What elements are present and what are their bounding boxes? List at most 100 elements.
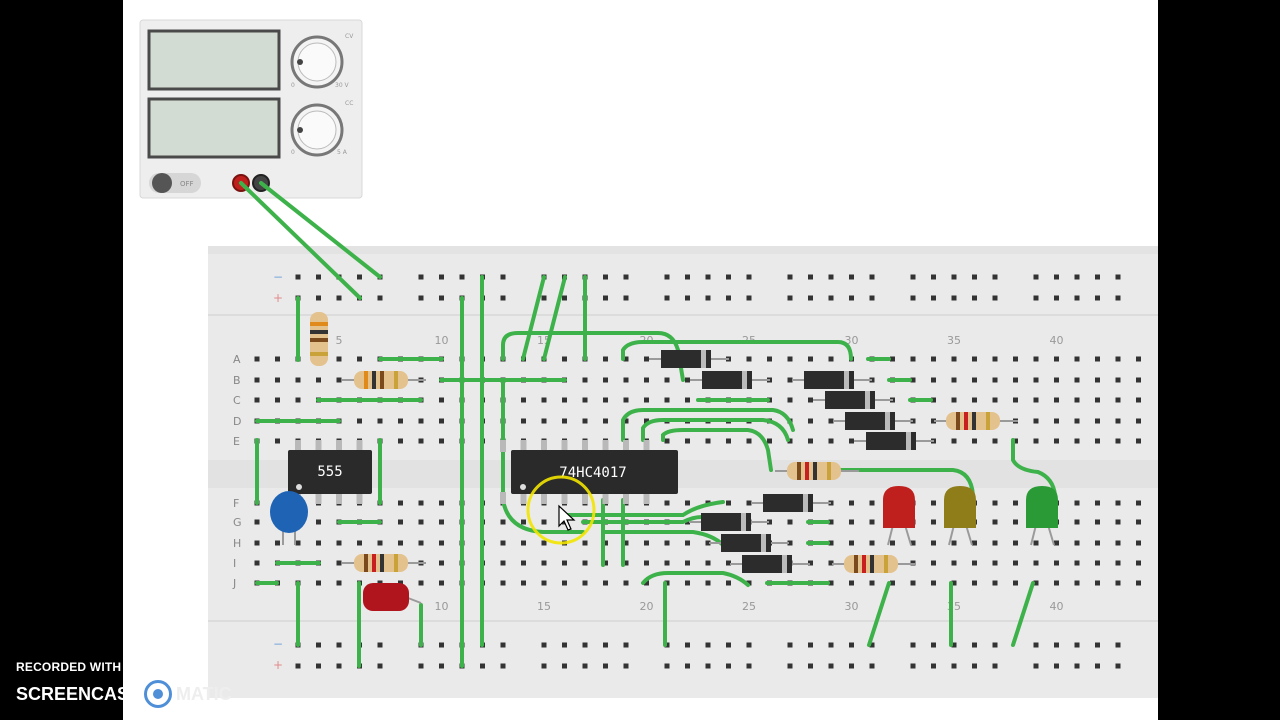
rail-hole[interactable] [1033,274,1039,280]
breadboard-hole[interactable] [705,438,711,444]
breadboard-hole[interactable] [972,580,977,586]
breadboard-hole[interactable] [828,438,834,444]
rail-hole[interactable] [377,642,383,648]
rail-hole[interactable] [972,663,977,669]
breadboard-hole[interactable] [1136,500,1141,506]
wire[interactable] [521,275,546,361]
breadboard-hole[interactable] [726,580,731,586]
rail-hole[interactable] [357,274,362,280]
rail-hole[interactable] [1074,295,1080,301]
breadboard-hole[interactable] [910,540,916,546]
breadboard-hole[interactable] [787,377,793,383]
breadboard-hole[interactable] [1033,580,1039,586]
breadboard-hole[interactable] [603,377,608,383]
breadboard-hole[interactable] [357,418,362,424]
breadboard-hole[interactable] [828,356,834,362]
breadboard-hole[interactable] [398,519,403,525]
breadboard-hole[interactable] [1095,580,1100,586]
breadboard-hole[interactable] [992,500,998,506]
breadboard-hole[interactable] [295,540,301,546]
rail-hole[interactable] [828,663,834,669]
breadboard-hole[interactable] [1074,356,1080,362]
breadboard-hole[interactable] [869,500,875,506]
breadboard-hole[interactable] [1136,356,1141,362]
breadboard-hole[interactable] [931,377,936,383]
breadboard-hole[interactable] [972,438,977,444]
rail-hole[interactable] [951,642,957,648]
rail-hole[interactable] [787,295,793,301]
breadboard-hole[interactable] [521,397,526,403]
breadboard-hole[interactable] [1033,397,1039,403]
rail-hole[interactable] [623,642,629,648]
breadboard-hole[interactable] [746,580,752,586]
breadboard-hole[interactable] [500,580,506,586]
rail-hole[interactable] [726,274,731,280]
breadboard-hole[interactable] [644,540,649,546]
breadboard-hole[interactable] [1074,377,1080,383]
breadboard-hole[interactable] [1013,519,1018,525]
rail-hole[interactable] [726,295,731,301]
breadboard-hole[interactable] [1013,397,1018,403]
rail-hole[interactable] [336,642,342,648]
breadboard-hole[interactable] [992,560,998,566]
breadboard-hole[interactable] [623,560,629,566]
resistor[interactable] [342,554,426,572]
rail-hole[interactable] [418,274,424,280]
diode[interactable] [689,513,769,531]
rail-hole[interactable] [726,642,731,648]
breadboard-hole[interactable] [726,500,731,506]
breadboard-hole[interactable] [562,418,567,424]
diode[interactable] [833,412,913,430]
rail-hole[interactable] [1054,274,1059,280]
breadboard-hole[interactable] [726,438,731,444]
breadboard-hole[interactable] [418,500,424,506]
breadboard-hole[interactable] [1095,560,1100,566]
breadboard-hole[interactable] [664,500,670,506]
rail-hole[interactable] [808,274,813,280]
rail-hole[interactable] [562,663,567,669]
rail-hole[interactable] [439,274,444,280]
breadboard-hole[interactable] [254,560,260,566]
breadboard-hole[interactable] [1033,438,1039,444]
breadboard-hole[interactable] [1095,540,1100,546]
resistor[interactable] [832,555,916,573]
rail-hole[interactable] [931,295,936,301]
breadboard-hole[interactable] [336,540,342,546]
rail-hole[interactable] [705,274,711,280]
electrolytic-capacitor[interactable] [363,583,422,611]
breadboard-hole[interactable] [1033,418,1039,424]
breadboard-hole[interactable] [644,418,649,424]
breadboard-hole[interactable] [1013,560,1018,566]
rail-hole[interactable] [808,663,813,669]
breadboard-hole[interactable] [582,580,588,586]
rail-hole[interactable] [992,663,998,669]
breadboard-hole[interactable] [500,560,506,566]
breadboard-hole[interactable] [541,540,547,546]
breadboard-hole[interactable] [623,397,629,403]
breadboard-hole[interactable] [1095,438,1100,444]
breadboard-hole[interactable] [254,356,260,362]
breadboard-hole[interactable] [603,540,608,546]
rail-hole[interactable] [869,642,875,648]
rail-hole[interactable] [849,642,854,648]
rail-hole[interactable] [1115,274,1121,280]
breadboard-hole[interactable] [623,418,629,424]
breadboard-hole[interactable] [275,540,280,546]
breadboard-hole[interactable] [664,377,670,383]
breadboard-hole[interactable] [828,560,834,566]
rail-hole[interactable] [439,663,444,669]
breadboard-hole[interactable] [992,540,998,546]
wire[interactable] [561,500,725,517]
breadboard-hole[interactable] [1115,418,1121,424]
breadboard-hole[interactable] [992,519,998,525]
breadboard-hole[interactable] [972,540,977,546]
breadboard-hole[interactable] [644,560,649,566]
breadboard-hole[interactable] [685,560,690,566]
rail-hole[interactable] [623,295,629,301]
breadboard-hole[interactable] [1054,397,1059,403]
breadboard-hole[interactable] [1054,580,1059,586]
rail-hole[interactable] [664,274,670,280]
breadboard-hole[interactable] [582,377,588,383]
breadboard-hole[interactable] [1136,560,1141,566]
